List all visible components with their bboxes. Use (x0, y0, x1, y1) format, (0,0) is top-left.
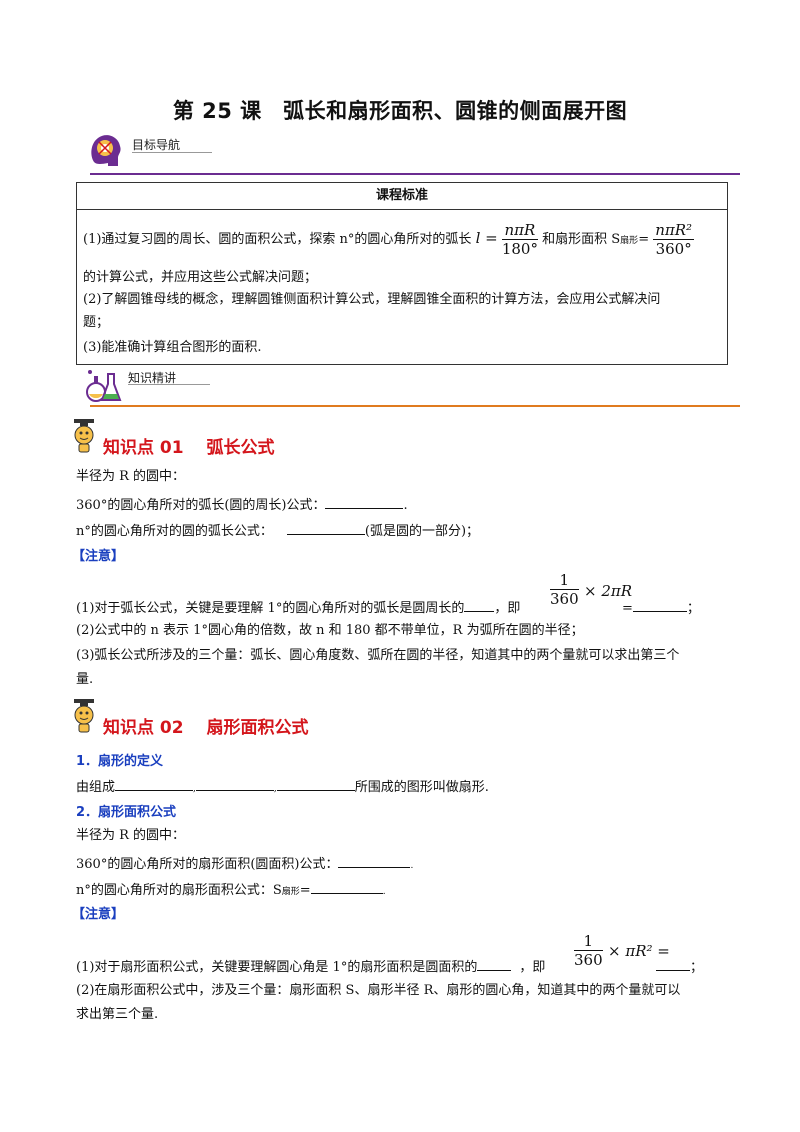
kp1-note-2: (2)公式中的 n 表示 1°圆心角的倍数，故 n 和 180 都不带单位，R … (76, 623, 584, 638)
kp1-note-3: (3)弧长公式所涉及的三个量：弧长、圆心角度数、弧所在圆的半径，知道其中的两个量… (76, 648, 680, 663)
answer-blank[interactable] (310, 879, 383, 894)
kp2-subheading-2: 2．扇形面积公式 (76, 805, 177, 820)
answer-blank[interactable] (286, 520, 365, 535)
kp1-line-1: 半径为 R 的圆中： (76, 469, 186, 484)
kp1-note-1: (1)对于弧长公式，关键是要理解 1°的圆心角所对的弧长是圆周长的，即 (76, 597, 520, 618)
answer-blank[interactable] (477, 956, 512, 971)
answer-blank[interactable] (115, 776, 194, 791)
kp2-subheading-1: 1．扇形的定义 (76, 754, 164, 769)
standard-line-4: 题； (83, 315, 110, 330)
standard-line-1: (1)通过复习圆的周长、圆的面积公式，探索 n°的圆心角所对的弧长 l = nπ… (83, 221, 695, 258)
standard-line-5: (3)能准确计算组合图形的面积. (83, 340, 262, 355)
section-divider-orange (90, 405, 740, 407)
bee-mascot-icon (70, 697, 100, 733)
flask-icon (84, 366, 124, 404)
kp2-note-2b: 求出第三个量. (76, 1007, 159, 1022)
course-standard-box: 课程标准 (1)通过复习圆的周长、圆的面积公式，探索 n°的圆心角所对的弧长 l… (76, 182, 728, 365)
brain-icon (88, 132, 124, 170)
kp2-definition: 由组成,,所围成的图形叫做扇形. (76, 776, 489, 798)
answer-blank[interactable] (464, 597, 495, 612)
kp2-line-3: n°的圆心角所对的扇形面积公式：S扇形=. (76, 879, 386, 901)
kp2-note-1-end: ； (656, 956, 703, 977)
kp2-note-label: 【注意】 (72, 907, 125, 922)
kp1-line-2: 360°的圆心角所对的弧长(圆的周长)公式：. (76, 494, 408, 515)
sector-fraction: nπR² 360° (653, 221, 695, 258)
page-title: 第 25 课 弧长和扇形面积、圆锥的侧面展开图 (172, 99, 628, 123)
standard-line-3: (2)了解圆锥母线的概念，理解圆锥侧面积计算公式，理解圆锥全面积的计算方法，会应… (83, 292, 661, 307)
kp2-heading: 知识点 02 扇形面积公式 (103, 718, 309, 738)
answer-blank[interactable] (195, 776, 274, 791)
bee-mascot-icon (70, 417, 100, 453)
kp2-line-2: 360°的圆心角所对的扇形面积(圆面积)公式：. (76, 853, 413, 875)
standard-line-2: 的计算公式，并应用这些公式解决问题； (83, 270, 318, 285)
kp1-note-1-eq: =； (622, 597, 700, 618)
kp1-fraction-tail: × 2πR (584, 582, 633, 600)
answer-blank[interactable] (276, 776, 355, 791)
kp1-heading: 知识点 01 弧长公式 (103, 438, 275, 458)
kp2-fraction: 1 360 (574, 932, 603, 969)
kp2-note-2: (2)在扇形面积公式中，涉及三个量：扇形面积 S、扇形半径 R、扇形的圆心角，知… (76, 983, 681, 998)
answer-blank[interactable] (632, 597, 687, 612)
answer-blank[interactable] (338, 853, 411, 868)
standard-heading: 课程标准 (77, 183, 727, 210)
kp1-note-3b: 量. (76, 672, 94, 687)
kp1-line-3: n°的圆心角所对的圆的弧长公式：(弧是圆的一部分)； (76, 520, 479, 541)
nav-label-knowledge: 知识精讲 (128, 371, 177, 385)
nav-underline (128, 384, 210, 385)
kp1-fraction: 1 360 (550, 571, 579, 608)
kp2-line-1: 半径为 R 的圆中： (76, 828, 186, 843)
nav-underline (132, 152, 212, 153)
kp2-note-1: (1)对于扇形面积公式，关键要理解圆心角是 1°的扇形面积是圆面积的，即 (76, 956, 545, 977)
arc-fraction: nπR 180° (501, 221, 538, 258)
kp1-note-label: 【注意】 (72, 549, 125, 564)
section-divider-purple (90, 173, 740, 175)
kp2-fraction-tail: × πR² = (608, 942, 670, 960)
answer-blank[interactable] (656, 956, 690, 971)
answer-blank[interactable] (325, 494, 404, 509)
nav-label-goals: 目标导航 (132, 138, 181, 152)
